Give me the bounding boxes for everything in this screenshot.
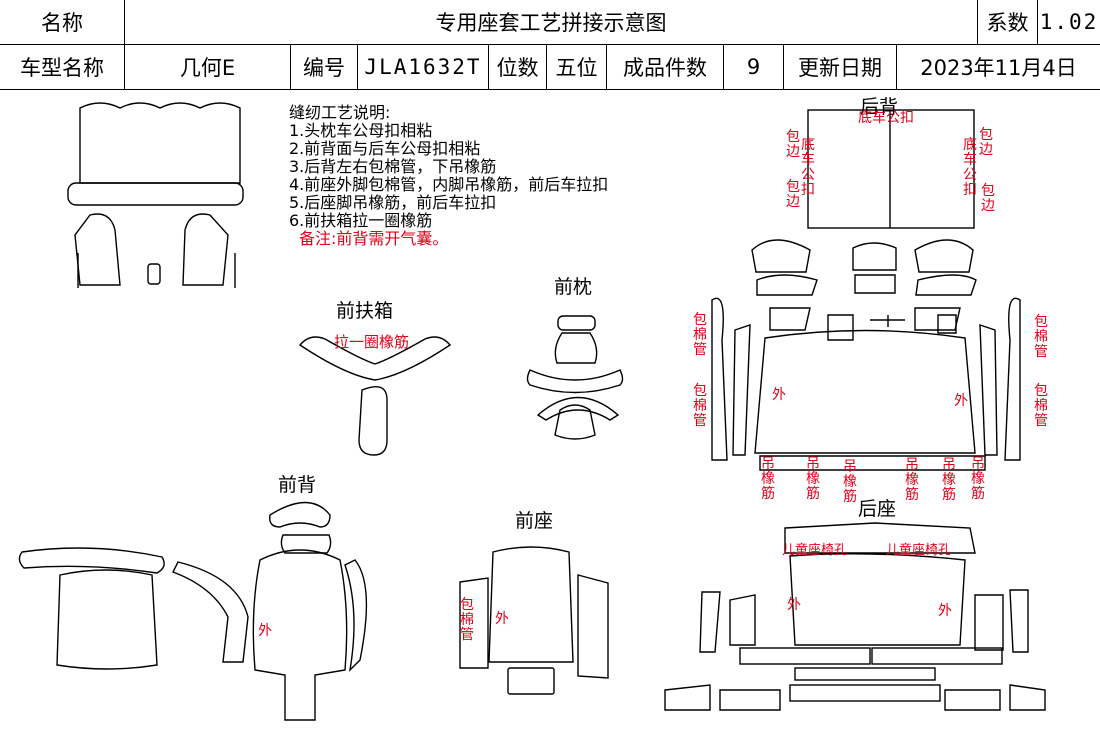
label-front-armrest: 前扶箱 [336,300,394,322]
annotation-cotton-tube: 包棉管 [460,597,474,643]
front-armrest-pieces [298,336,452,456]
seats-label: 位数 [489,45,547,90]
seats-value: 五位 [547,45,607,90]
annotation-child-seat-hole: 儿童座椅孔 [886,543,952,558]
code-value: JLA1632T [358,45,489,90]
note-item: 1.头枕车公母扣相粘 [289,121,433,140]
diagram-title: 专用座套工艺拼接示意图 [125,0,978,45]
front-headrest-pieces [526,315,624,440]
date-label: 更新日期 [784,45,897,90]
annotation-child-seat-hole: 儿童座椅孔 [782,543,848,558]
notes-remark: 备注:前背需开气囊。 [299,229,449,248]
front-back-pieces [18,501,368,721]
note-item: 4.前座外脚包棉管，内脚吊橡筋，前后车拉扣 [289,175,609,194]
pattern-drawing [18,102,1046,721]
note-item: 6.前扶箱拉一圈橡筋 [289,211,433,230]
annotation-side-c: 包边 [786,179,800,210]
annotation-hang-elastic: 吊橡筋 [761,456,775,502]
annotation-side-e: 包边 [979,127,993,158]
name-label: 名称 [0,0,125,45]
coefficient-label: 系数 [978,0,1038,45]
label-rear-seat: 后座 [858,498,897,520]
annotation-side-d: 底车公扣 [963,137,977,198]
coefficient-value: 1.02 [1038,0,1100,45]
note-item: 3.后背左右包棉管，下吊橡筋 [289,157,497,176]
note-item: 5.后座脚吊橡筋，前后车拉扣 [289,193,497,212]
annotation-outer: 外 [954,393,968,409]
note-item: 2.前背面与后车公母扣相粘 [289,139,481,158]
notes-title: 缝纫工艺说明: [289,103,391,122]
annotation-rear-back-bottom: 底车公扣 [858,110,914,126]
annotation-hang-elastic: 吊橡筋 [843,459,857,505]
date-value: 2023年11月4日 [897,45,1100,90]
annotation-cotton-tube: 包棉管 [693,383,707,429]
annotation-cotton-tube: 包棉管 [1034,383,1048,429]
rear-seat-pieces [664,522,1046,711]
annotation-side-a: 包边 [786,129,800,160]
label-front-headrest: 前枕 [554,276,593,298]
annotation-outer: 外 [258,623,272,639]
label-rear-back: 后背 [860,96,899,118]
rear-back-pieces [711,109,1021,471]
annotation-hang-elastic: 吊橡筋 [806,456,820,502]
annotation-outer: 外 [772,387,786,403]
annotation-cotton-tube: 包棉管 [693,312,707,358]
label-front-seat: 前座 [515,510,554,532]
code-label: 编号 [291,45,358,90]
label-front-back: 前背 [278,474,317,496]
pieces-value: 9 [724,45,784,90]
annotation-side-f: 包边 [981,183,995,214]
annotation-hang-elastic: 吊橡筋 [905,457,919,503]
model-value: 几何E [125,45,291,90]
front-seat-pieces [459,546,609,695]
annotation-armrest-elastic: 拉一圈橡筋 [334,333,410,351]
spec-header-table: 名称 专用座套工艺拼接示意图 系数 1.02 车型名称 几何E 编号 JLA16… [0,0,1100,90]
sewing-instructions: 缝纫工艺说明: 1.头枕车公母扣相粘 2.前背面与后车公母扣相粘 3.后背左右包… [289,104,608,248]
seat-overview-thumbnail [67,102,244,288]
annotation-hang-elastic: 吊橡筋 [942,457,956,503]
pieces-label: 成品件数 [607,45,724,90]
annotation-side-b: 底车公扣 [801,137,815,198]
annotation-outer: 外 [495,611,509,627]
model-label: 车型名称 [0,45,125,90]
annotation-outer: 外 [938,603,952,619]
annotation-outer: 外 [787,597,801,613]
annotation-cotton-tube: 包棉管 [1034,314,1048,360]
annotation-hang-elastic: 吊橡筋 [971,456,985,502]
